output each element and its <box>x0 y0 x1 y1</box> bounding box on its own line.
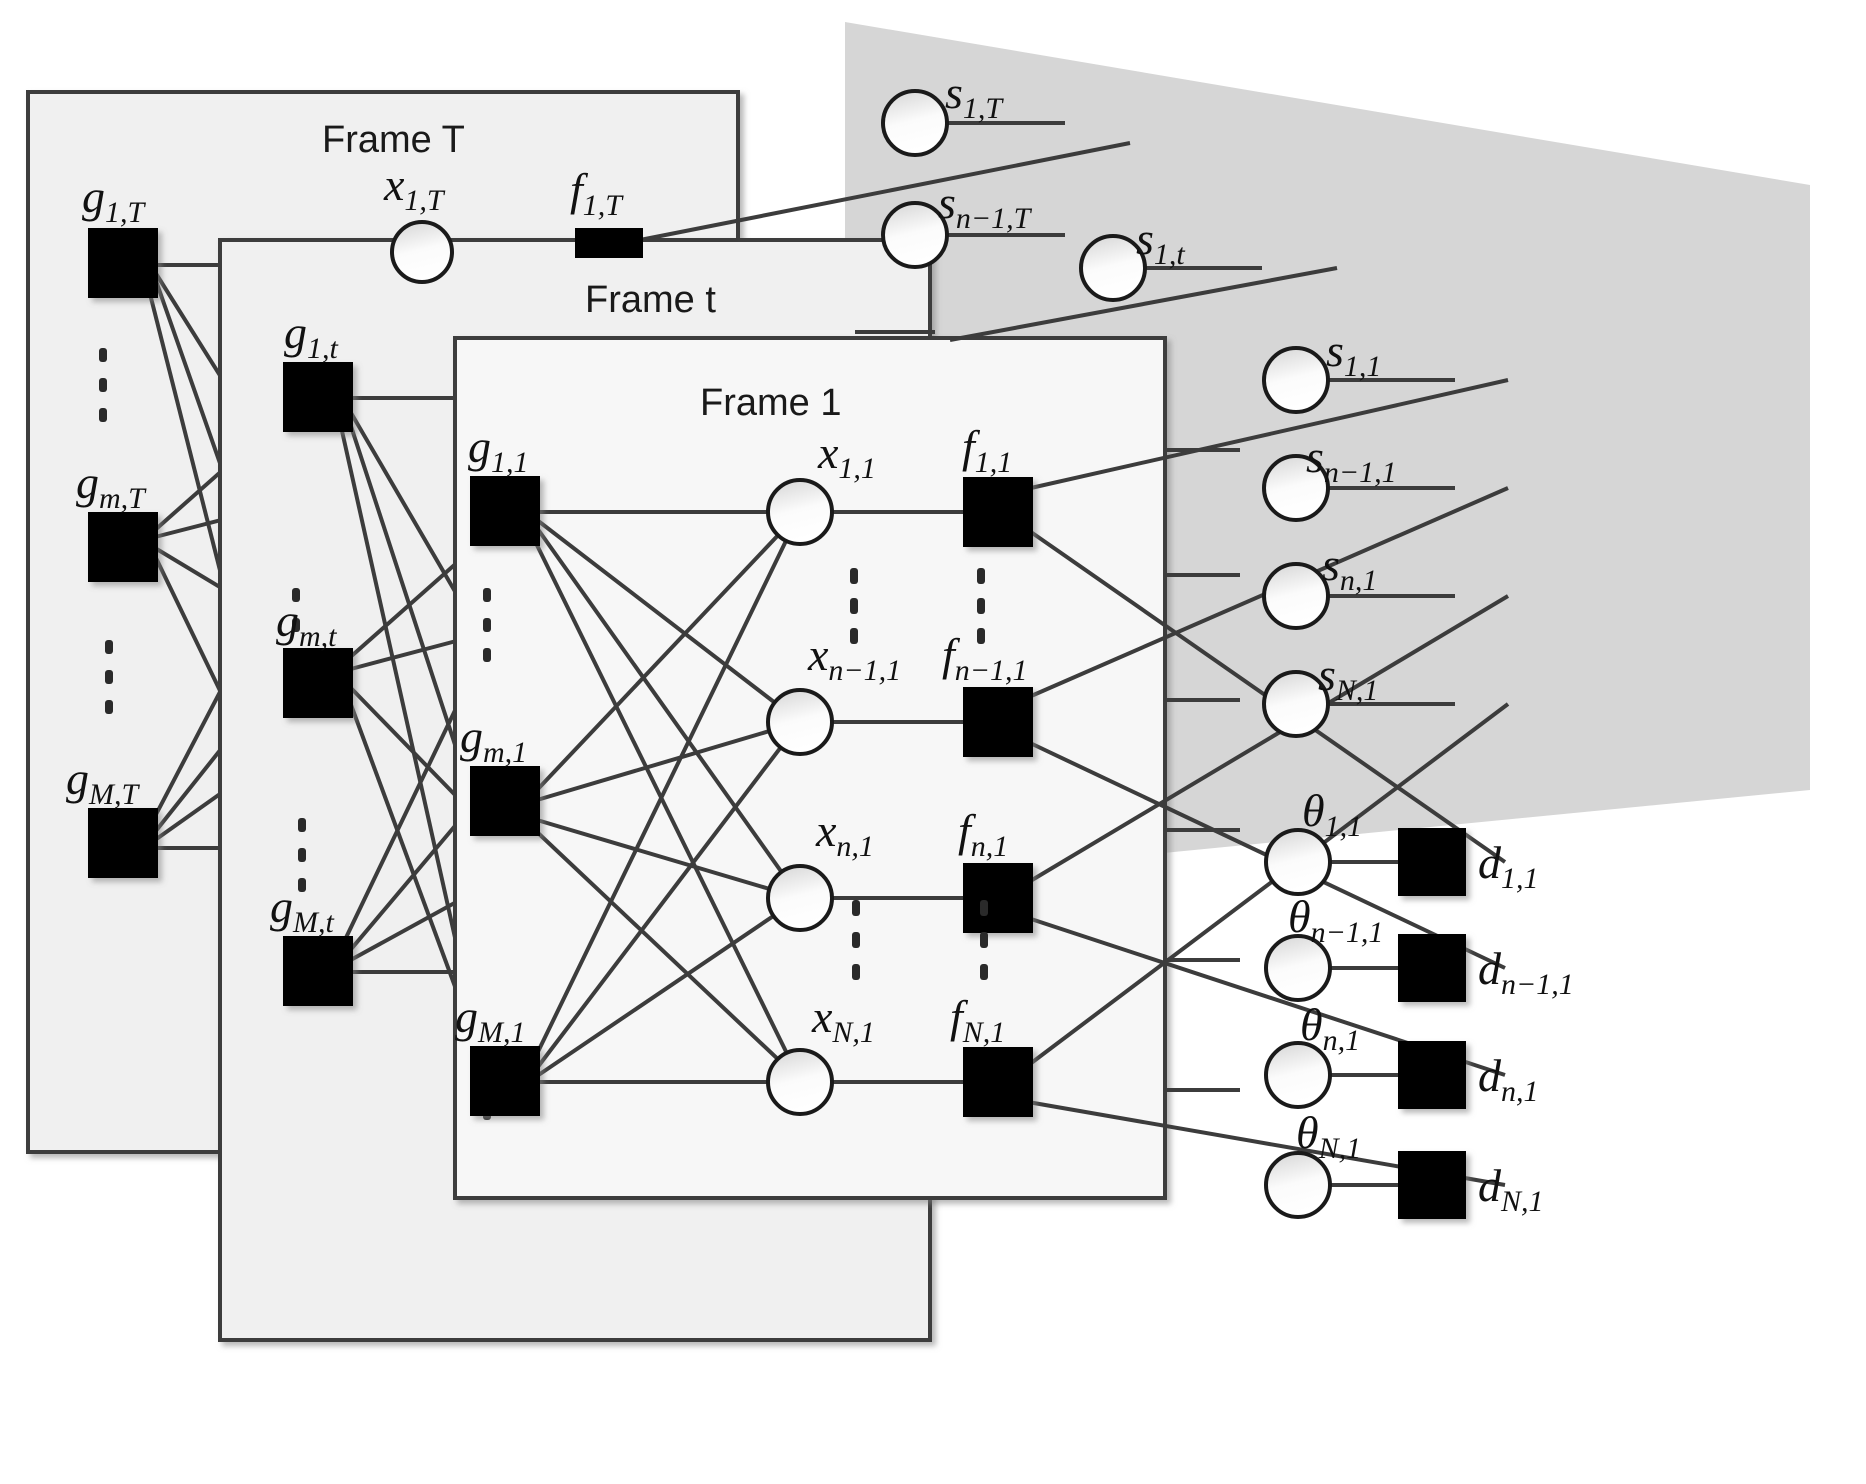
s-node-leader-lines <box>945 121 1455 706</box>
label-theta-n-1: θn,1 <box>1300 999 1360 1057</box>
frame-1-f-stubs <box>1165 448 1240 1092</box>
label-g-M-T: gM,T <box>66 753 140 811</box>
factor-node-g-m-t[interactable] <box>283 648 353 718</box>
factor-node-f-1-1[interactable] <box>963 477 1033 547</box>
label-s-n-minus-1-1: sn−1,1 <box>1306 431 1397 489</box>
label-s-n-minus-1-T: sn−1,T <box>938 177 1033 235</box>
factor-node-d-1-1[interactable] <box>1398 828 1466 896</box>
label-d-N-1: dN,1 <box>1478 1160 1544 1218</box>
label-x-1-T: x1,T <box>383 159 446 217</box>
label-g-1-1: g1,1 <box>468 421 529 479</box>
label-g-m-1: gm,1 <box>460 711 527 769</box>
label-theta-N-1: θN,1 <box>1296 1107 1361 1165</box>
label-s-1-T: s1,T <box>945 67 1004 125</box>
label-d-1-1: d1,1 <box>1478 837 1539 895</box>
ellipsis-f-1 <box>977 568 985 644</box>
variable-node-theta-n-1-1[interactable] <box>1264 934 1332 1002</box>
ellipsis-x-1 <box>850 568 858 644</box>
frame-title-T: Frame T <box>322 119 465 161</box>
frame-t-edges <box>338 396 462 1001</box>
theta-to-d-edges <box>1330 860 1398 1187</box>
frame-title-1: Frame 1 <box>700 382 841 424</box>
label-d-n-minus-1-1: dn−1,1 <box>1478 943 1574 1001</box>
variable-node-x-n-1[interactable] <box>766 864 834 932</box>
ellipsis-frame-t-lower <box>298 818 306 892</box>
variable-node-theta-n-1[interactable] <box>1264 1041 1332 1109</box>
factor-node-g-1-t[interactable] <box>283 362 353 432</box>
variable-node-x-n-1-1[interactable] <box>766 688 834 756</box>
label-d-n-1: dn,1 <box>1478 1050 1539 1108</box>
factor-node-f-n-1[interactable] <box>963 863 1033 933</box>
variable-node-theta-1-1[interactable] <box>1264 828 1332 896</box>
ellipsis-frame-1-g-upper <box>483 588 491 662</box>
label-s-n-1: sn,1 <box>1322 539 1377 597</box>
ellipsis-f-2 <box>980 900 988 980</box>
cross-frame-edges <box>639 141 1338 342</box>
factor-node-g-M-1[interactable] <box>470 1046 540 1116</box>
factor-node-g-1-T[interactable] <box>88 228 158 298</box>
label-g-m-t: gm,t <box>276 595 337 653</box>
state-node-s-1-T[interactable] <box>881 89 949 157</box>
factor-node-f-n-1-1[interactable] <box>963 687 1033 757</box>
state-node-s-n-1-1[interactable] <box>1262 454 1330 522</box>
state-node-s-1-t[interactable] <box>1079 234 1147 302</box>
label-x-N-1: xN,1 <box>811 991 875 1049</box>
label-g-1-T: g1,T <box>82 171 147 229</box>
frame-title-t: Frame t <box>585 279 716 321</box>
factor-node-g-m-1[interactable] <box>470 766 540 836</box>
label-g-M-1: gM,1 <box>455 991 526 1049</box>
ellipsis-x-2 <box>852 900 860 980</box>
factor-node-d-n-1-1[interactable] <box>1398 934 1466 1002</box>
label-s-1-t: s1,t <box>1136 213 1185 271</box>
ellipsis-frame-T-upper <box>99 348 107 422</box>
label-theta-n-minus-1-1: θn−1,1 <box>1288 891 1383 949</box>
label-s-1-1: s1,1 <box>1326 325 1381 383</box>
state-node-s-n-1-T[interactable] <box>881 201 949 269</box>
label-g-1-t: g1,t <box>284 307 339 365</box>
state-node-s-n-1[interactable] <box>1262 562 1330 630</box>
label-f-N-1: fN,1 <box>950 991 1005 1049</box>
label-g-m-T: gm,T <box>76 457 147 515</box>
factor-node-d-N-1[interactable] <box>1398 1151 1466 1219</box>
label-s-N-1: sN,1 <box>1318 649 1378 707</box>
factor-node-g-M-T[interactable] <box>88 808 158 878</box>
variable-node-x-1-1[interactable] <box>766 478 834 546</box>
label-x-1-1: x1,1 <box>817 427 876 485</box>
variable-node-x-1-T[interactable] <box>390 220 454 284</box>
variable-node-theta-N-1[interactable] <box>1264 1151 1332 1219</box>
frame-1-x-to-f-edges <box>830 510 963 1084</box>
frame-1-g-to-x-edges <box>531 510 802 1084</box>
state-node-s-N-1[interactable] <box>1262 670 1330 738</box>
factor-node-d-n-1[interactable] <box>1398 1041 1466 1109</box>
factor-node-g-1-1[interactable] <box>470 476 540 546</box>
factor-node-g-m-T[interactable] <box>88 512 158 582</box>
variable-node-x-N-1[interactable] <box>766 1048 834 1116</box>
label-x-n-minus-1-1: xn−1,1 <box>807 629 901 687</box>
factor-node-f-1-T[interactable] <box>575 228 643 258</box>
factor-node-f-N-1[interactable] <box>963 1047 1033 1117</box>
factor-node-g-M-t[interactable] <box>283 936 353 1006</box>
ellipsis-frame-T-lower <box>105 640 113 714</box>
state-node-s-1-1[interactable] <box>1262 346 1330 414</box>
label-x-n-1: xn,1 <box>815 805 874 863</box>
label-g-M-t: gM,t <box>270 881 334 939</box>
label-theta-1-1: θ1,1 <box>1302 785 1362 843</box>
